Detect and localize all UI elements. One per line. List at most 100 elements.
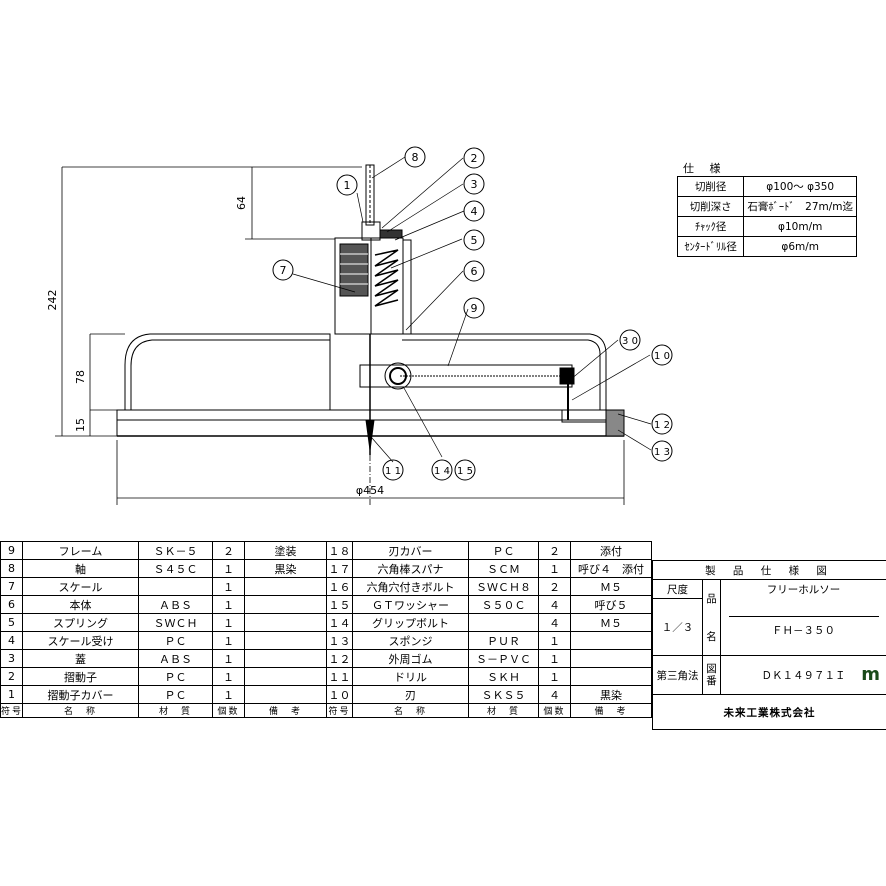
parts-qty-left: １ (212, 649, 245, 668)
parts-qty-left: １ (212, 685, 245, 704)
callout-4: 4 (471, 205, 478, 218)
parts-header-note-left: 備 考 (244, 703, 327, 718)
parts-name-right: 六角穴付きボルト (352, 577, 469, 596)
parts-no-right: １８ (326, 541, 353, 560)
callout-12: 1 2 (654, 420, 670, 431)
parts-qty-right: ４ (538, 613, 571, 632)
parts-header-name-left: 名 称 (22, 703, 139, 718)
dimension-lines (55, 166, 625, 505)
title-block: 製 品 仕 様 図 尺度 品 名 フリーホルソー １／３ ＦＨ－３５０ 第三角法… (651, 560, 886, 730)
drill-shaft (365, 164, 375, 455)
parts-qty-right: １ (538, 649, 571, 668)
spec-key: ﾁｬｯｸ径 (676, 216, 745, 237)
parts-material-right: ＰＵＲ (468, 631, 539, 650)
parts-material-left: ＰＣ (138, 667, 213, 686)
parts-name-left: スケール (22, 577, 139, 596)
parts-qty-left: １ (212, 595, 245, 614)
spec-title: 仕 様 (683, 162, 727, 175)
parts-name-left: 摺動子 (22, 667, 139, 686)
parts-material-left (138, 577, 213, 596)
callout-1: 1 (344, 179, 351, 192)
spec-key: ｾﾝﾀｰﾄﾞﾘﾙ径 (676, 236, 745, 257)
parts-material-right (468, 613, 539, 632)
parts-name-right: ドリル (352, 667, 469, 686)
scale-label: 尺度 (652, 579, 703, 599)
parts-no-left: 5 (0, 613, 23, 632)
parts-qty-right: ２ (538, 577, 571, 596)
parts-name-left: フレーム (22, 541, 139, 560)
parts-material-right: Ｓ５０Ｃ (468, 595, 539, 614)
parts-name-left: 摺動子カバー (22, 685, 139, 704)
parts-name-right: 外周ゴム (352, 649, 469, 668)
parts-no-left: 1 (0, 685, 23, 704)
parts-material-left: ＳＫ－５ (138, 541, 213, 560)
parts-name-right: グリップボルト (352, 613, 469, 632)
assembly-drawing: 1 2 3 4 5 6 7 8 9 3 0 1 0 1 2 1 3 1 1 1 … (46, 146, 673, 505)
parts-qty-left: １ (212, 559, 245, 578)
dim-242: 242 (46, 290, 59, 311)
parts-no-left: 3 (0, 649, 23, 668)
parts-note-right (570, 667, 652, 686)
parts-header-row: 符号名 称材 質個数備 考符号名 称材 質個数備 考 (0, 703, 652, 718)
name-label-1: 品 (706, 592, 717, 605)
drawing-no-label: 図 番 (702, 655, 721, 695)
title-table: 製 品 仕 様 図 尺度 品 名 フリーホルソー １／３ ＦＨ－３５０ 第三角法… (651, 560, 886, 730)
dim-15: 15 (74, 418, 87, 432)
callout-2: 2 (471, 152, 478, 165)
spec-key: 切削径 (676, 176, 745, 197)
parts-note-left (244, 577, 327, 596)
parts-material-right: ＳＷＣＨ８ (468, 577, 539, 596)
parts-material-right: ＰＣ (468, 541, 539, 560)
parts-qty-right: ４ (538, 685, 571, 704)
parts-qty-left: １ (212, 631, 245, 650)
parts-note-left (244, 649, 327, 668)
parts-name-left: 蓋 (22, 649, 139, 668)
parts-name-right: スポンジ (352, 631, 469, 650)
parts-no-right: １４ (326, 613, 353, 632)
name-value-1: フリーホルソー (719, 579, 886, 599)
callout-7: 7 (280, 264, 287, 277)
parts-note-left (244, 667, 327, 686)
title-heading: 製 品 仕 様 図 (651, 560, 886, 580)
callout-10: 1 0 (654, 351, 670, 362)
parts-no-right: １２ (326, 649, 353, 668)
parts-name-left: スプリング (22, 613, 139, 632)
parts-name-left: 軸 (22, 559, 139, 578)
name-label-2: 名 (706, 630, 717, 643)
parts-no-left: 4 (0, 631, 23, 650)
dim-diameter: φ454 (356, 484, 384, 497)
left-housing (124, 333, 331, 410)
callout-30: 3 0 (622, 336, 638, 347)
parts-no-right: １３ (326, 631, 353, 650)
parts-note-left: 塗装 (244, 541, 327, 560)
parts-note-left (244, 685, 327, 704)
spec-value: 石膏ﾎﾞｰﾄﾞ 27m/m迄 (743, 196, 857, 217)
callout-6: 6 (471, 265, 478, 278)
parts-header-qty-left: 個数 (212, 703, 245, 718)
leader-lines (292, 156, 652, 463)
parts-header-material-left: 材 質 (138, 703, 213, 718)
parts-header-name-right: 名 称 (352, 703, 469, 718)
callout-14: 1 4 (434, 466, 450, 477)
dim-64: 64 (235, 196, 248, 210)
company-name: 未来工業株式会社 (651, 694, 886, 730)
parts-qty-left: １ (212, 613, 245, 632)
parts-material-left: ＡＢＳ (138, 595, 213, 614)
parts-qty-left: １ (212, 577, 245, 596)
parts-note-right: 呼び５ (570, 595, 652, 614)
right-frame (402, 333, 625, 437)
name-label: 品 名 (702, 579, 721, 656)
callout-5: 5 (471, 234, 478, 247)
parts-material-right: ＳＣＭ (468, 559, 539, 578)
parts-qty-left: １ (212, 667, 245, 686)
name-value-2: ＦＨ－３５０ (719, 598, 886, 656)
parts-name-left: 本体 (22, 595, 139, 614)
